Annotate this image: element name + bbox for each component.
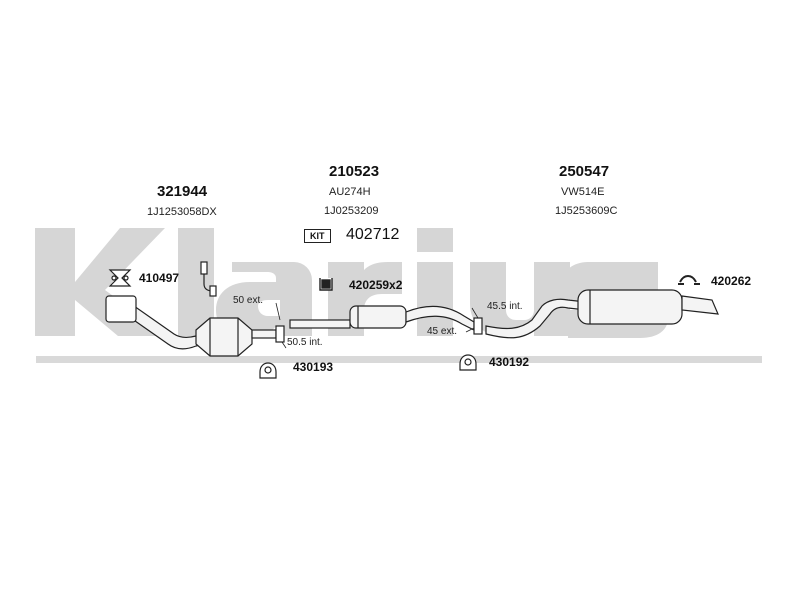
oem-code-1J1253058DX: 1J1253058DX xyxy=(147,206,217,218)
kit-number: 402712 xyxy=(346,226,400,243)
clamp-part-number: 420259x2 xyxy=(349,278,403,292)
rear-silencer xyxy=(577,289,683,325)
sensor-icon xyxy=(200,261,217,297)
front-pipe xyxy=(251,329,277,339)
manifold-flange xyxy=(105,295,137,323)
tail-pipe xyxy=(681,295,719,315)
joint-sleeve-left xyxy=(275,325,285,343)
oem-code-1J5253609C: 1J5253609C xyxy=(555,205,618,217)
middle-pipe xyxy=(289,319,351,329)
rubber-mount-icon xyxy=(259,354,477,379)
gasket-part-number: 410497 xyxy=(139,271,180,285)
oem-code-AU274H: AU274H xyxy=(329,186,371,198)
part-number-250547: 250547 xyxy=(559,163,610,180)
mount-part-number-left: 430193 xyxy=(293,360,334,374)
oem-code-1J0253209: 1J0253209 xyxy=(324,205,379,217)
hanger-icon xyxy=(678,275,700,285)
catalytic-converter xyxy=(195,317,253,357)
clamp-icon xyxy=(319,278,333,291)
dimension-50-ext: 50 ext. xyxy=(233,295,264,306)
dimension-45-ext: 45 ext. xyxy=(427,326,458,337)
part-number-210523: 210523 xyxy=(329,163,380,180)
baseline-band xyxy=(36,356,762,363)
kit-badge-icon: KIT xyxy=(304,229,331,243)
dimension-50-5-int: 50.5 int. xyxy=(287,337,323,348)
oem-code-VW514E: VW514E xyxy=(561,186,605,198)
part-number-321944: 321944 xyxy=(157,183,208,200)
dimension-45-5-int: 45.5 int. xyxy=(487,301,523,312)
gasket-icon xyxy=(108,269,132,287)
joint-sleeve-right xyxy=(473,317,483,335)
hanger-part-number: 420262 xyxy=(711,274,752,288)
mount-part-number-right: 430192 xyxy=(489,355,530,369)
